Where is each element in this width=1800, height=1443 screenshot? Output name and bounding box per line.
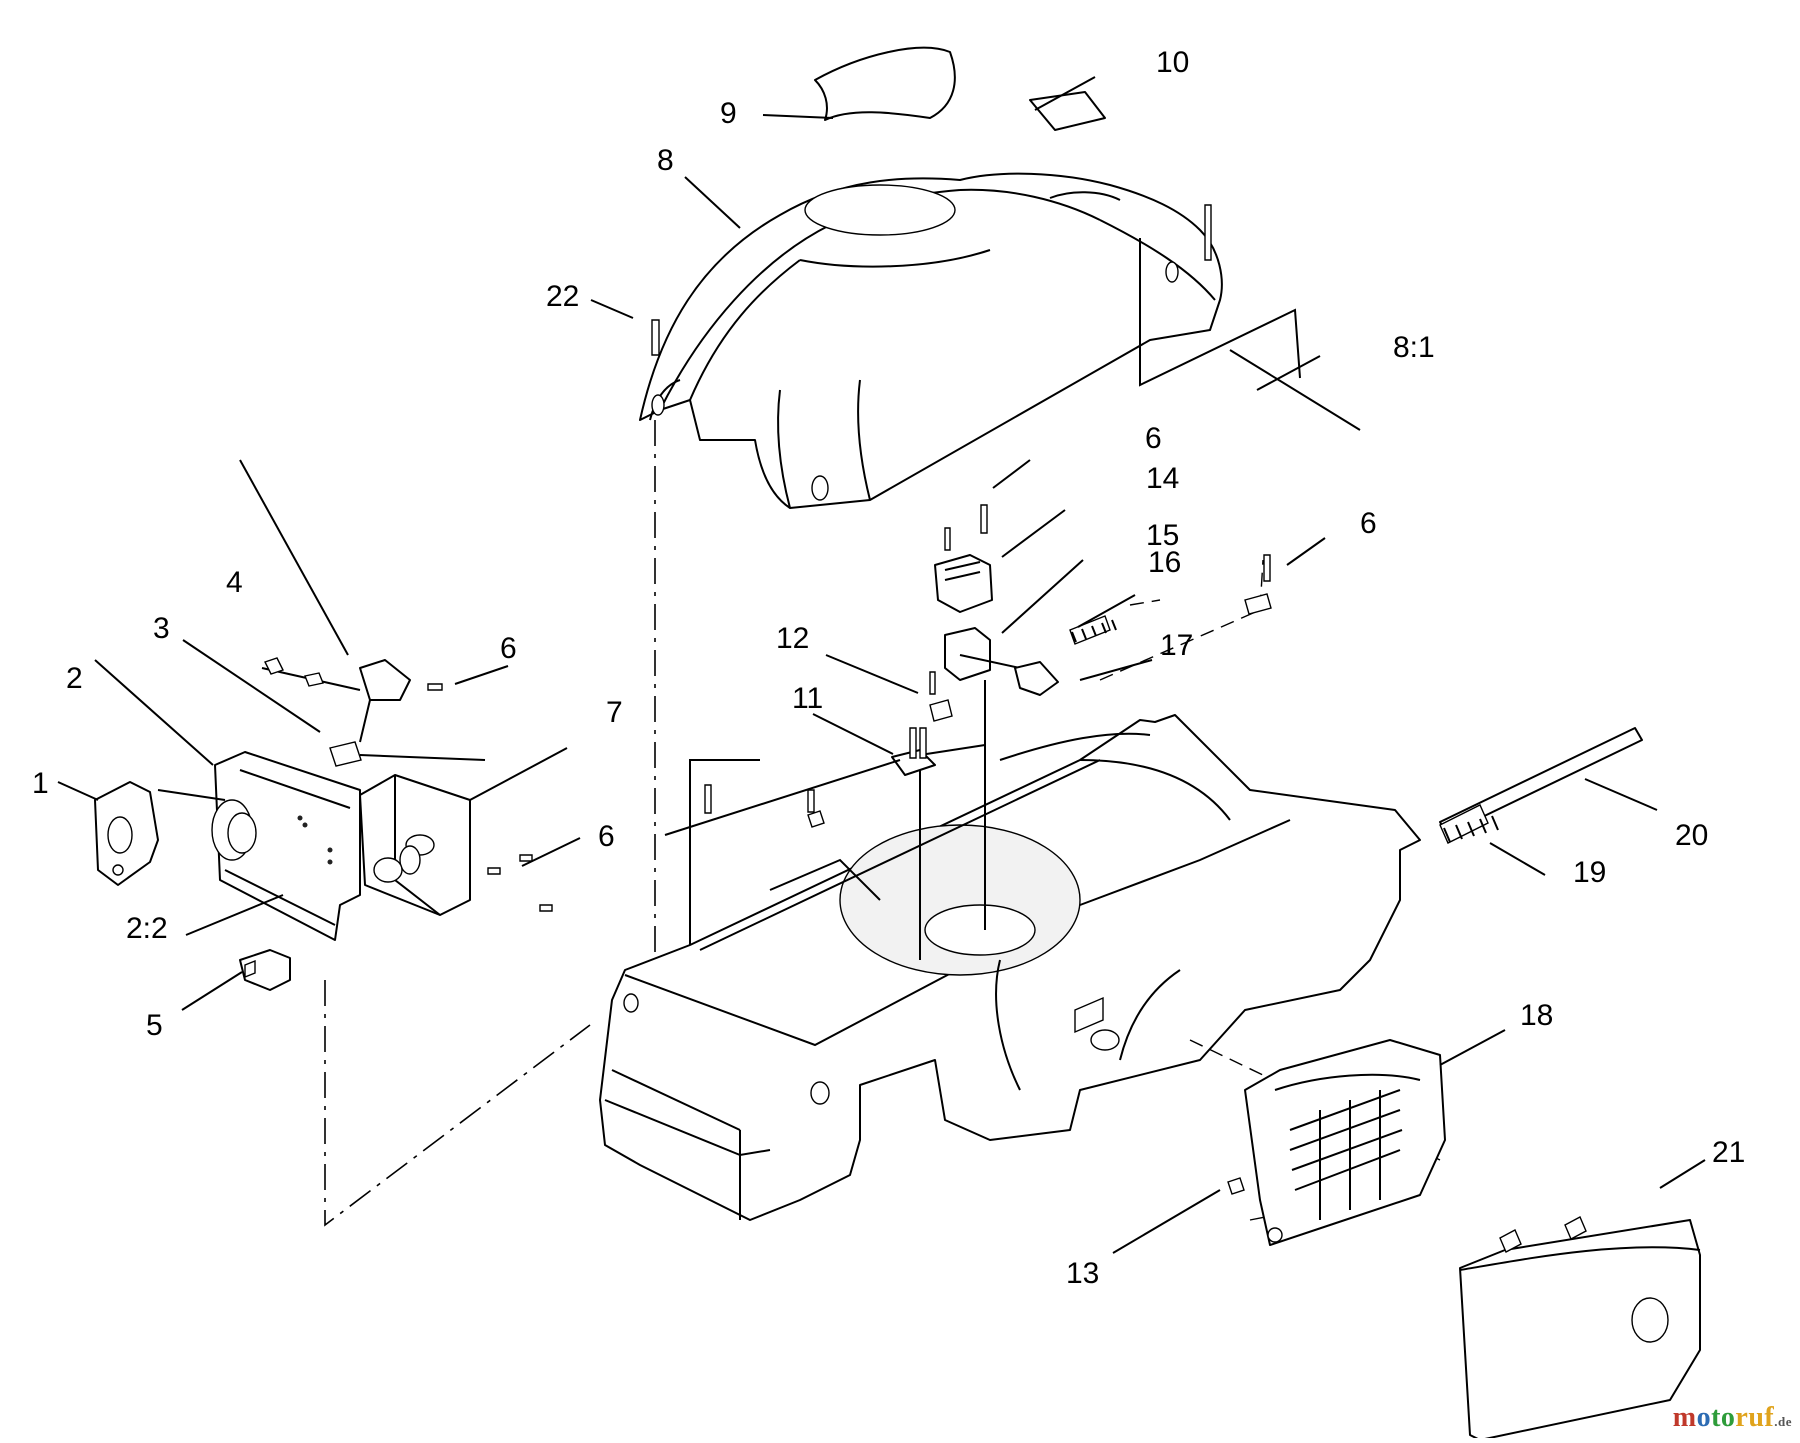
callout-18: 18 (1520, 999, 1553, 1032)
callout-3: 3 (153, 612, 170, 645)
hood-cover (639, 172, 1223, 509)
callout-8: 8 (657, 144, 674, 177)
callout-4: 4 (226, 566, 243, 599)
callout-10: 10 (1156, 46, 1189, 79)
callout-8-1: 8:1 (1393, 331, 1435, 364)
callout-14: 14 (1146, 462, 1179, 495)
callout-5: 5 (146, 1009, 163, 1042)
watermark-part-2: o (1696, 1402, 1712, 1433)
callout-13: 13 (1066, 1257, 1099, 1290)
callout-6-right: 6 (1360, 507, 1377, 540)
rear-cover (1459, 1216, 1701, 1441)
callout-22: 22 (546, 280, 579, 313)
watermark-part-1: m (1672, 1402, 1697, 1433)
callout-15: 15 (1146, 519, 1179, 552)
hood-insert (814, 46, 956, 121)
callout-19: 19 (1573, 856, 1606, 889)
callout-12: 12 (776, 622, 809, 655)
callout-6-panel: 6 (598, 820, 615, 853)
callout-2-2: 2:2 (126, 912, 168, 945)
watermark-part-4: ruf (1735, 1402, 1775, 1433)
decal-plate (1029, 91, 1106, 131)
callout-16: 16 (1148, 546, 1181, 579)
control-panel-assembly (94, 657, 553, 991)
hood-underside-outline (1139, 238, 1361, 431)
callout-11: 11 (792, 682, 823, 715)
callout-20: 20 (1675, 819, 1708, 852)
callout-2: 2 (66, 662, 83, 695)
leader-lines (57, 76, 1706, 1254)
callout-21: 21 (1712, 1136, 1745, 1169)
rear-bracket (1227, 1039, 1446, 1246)
watermark-suffix: .de (1774, 1414, 1792, 1429)
center-components (664, 504, 1272, 960)
callout-1: 1 (32, 767, 49, 800)
rod-and-spring (1439, 727, 1643, 844)
callout-7: 7 (606, 696, 623, 729)
callout-6-left: 6 (500, 632, 517, 665)
callout-17: 17 (1160, 629, 1193, 662)
watermark-part-3: to (1711, 1402, 1736, 1433)
callout-9: 9 (720, 97, 737, 130)
site-watermark: motoruf.de (1673, 1402, 1792, 1434)
callout-labels: 1 2 2:2 3 4 5 6 6 6 6 7 8 8:1 9 10 11 12… (32, 46, 1745, 1290)
main-body-shroud (599, 714, 1421, 1221)
hood-screws (651, 204, 1212, 356)
callout-6-top: 6 (1145, 422, 1162, 455)
